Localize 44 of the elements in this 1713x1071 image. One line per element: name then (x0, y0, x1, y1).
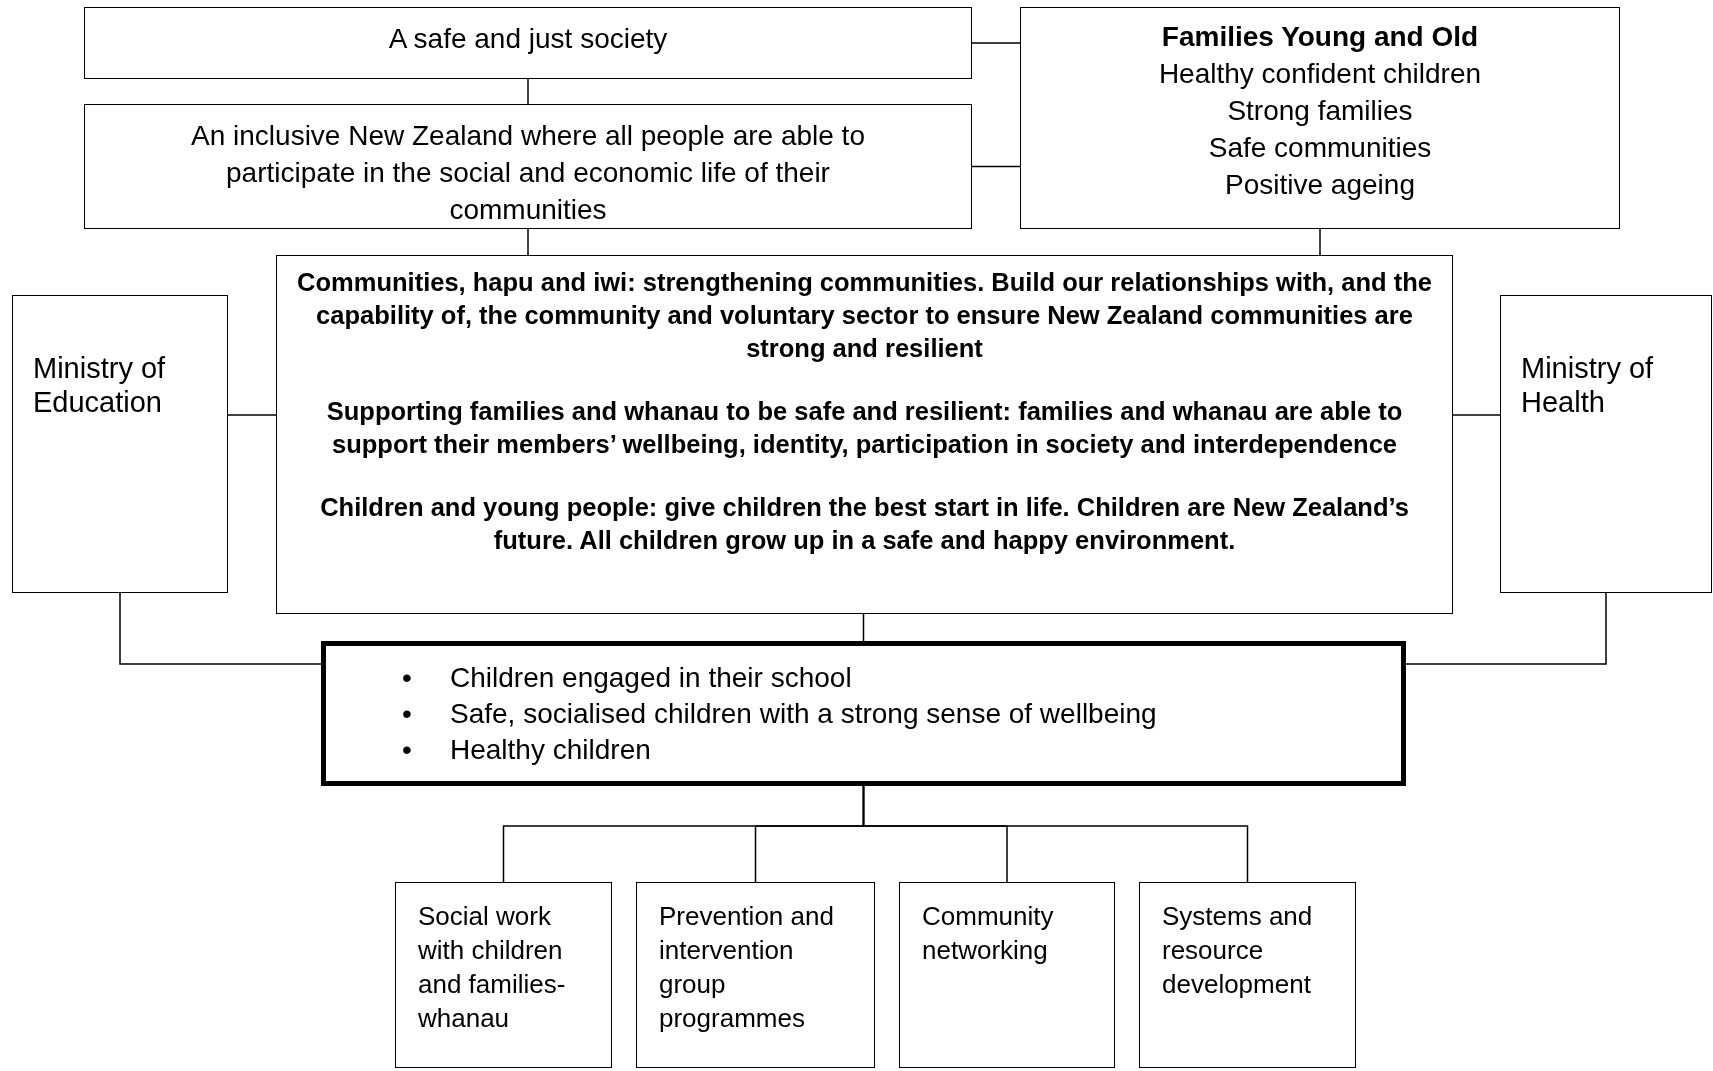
connector-line (1452, 414, 1501, 416)
goal-paragraph: Supporting families and whanau to be safe and resilient: families and whanau are able to support their members’ wellbeing, identity, participation in society and interdependence (325, 396, 1404, 460)
outcome-text: Positive ageing (1225, 168, 1415, 202)
bullet-item: Healthy children (450, 733, 651, 767)
text-box (84, 104, 972, 229)
box-text: A safe and just society (387, 22, 669, 56)
connector-line (862, 785, 1249, 883)
bullet-item: Safe, socialised children with a strong sense of wellbeing (450, 697, 1157, 731)
connector-line (1319, 228, 1321, 256)
box-text: Ministry of Education (33, 351, 167, 419)
goal-paragraph: Communities, hapu and iwi: strengthening communities. Build our relationships with, and the capability of, the community and voluntary sector to ensure New Zealand communities are strong and resilient (297, 267, 1432, 364)
box-text: Ministry of Health (1521, 351, 1655, 419)
connector-line (527, 228, 529, 256)
connector-line (227, 414, 277, 416)
connector-line (527, 78, 529, 105)
text-box (636, 882, 875, 1068)
connector-line (862, 613, 865, 642)
bullet-mark: • (402, 661, 413, 695)
bullet-mark: • (402, 697, 413, 731)
outcome-text: Healthy confident children (1158, 57, 1482, 91)
text-box (321, 641, 1406, 786)
box-text: Systems and resource development (1162, 900, 1314, 1001)
text-box (12, 295, 228, 593)
text-box (1500, 295, 1712, 593)
connector-line (1405, 592, 1607, 665)
box-text: Social work with children and families-whanau (418, 900, 567, 1035)
goal-paragraph: Children and young people: give children the best start in life. Children are New Zealand’s future. All children grow up in a safe and happy environment. (319, 492, 1410, 556)
bullet-mark: • (402, 733, 413, 767)
text-box (395, 882, 612, 1068)
bullet-item: Children engaged in their school (450, 661, 852, 695)
box-text: An inclusive New Zealand where all people are able to participate in the social and economic life of their communities (190, 119, 866, 227)
box-heading: Families Young and Old (1161, 20, 1479, 54)
text-box (1020, 7, 1620, 229)
connector-line (971, 165, 1021, 168)
text-box (1139, 882, 1356, 1068)
outcome-text: Strong families (1227, 94, 1413, 128)
text-box (84, 7, 972, 79)
text-box (276, 255, 1453, 614)
connector-line (119, 592, 322, 665)
text-box (899, 882, 1115, 1068)
outcome-text: Safe communities (1208, 131, 1432, 165)
connector-line (971, 42, 1021, 44)
box-text: Community networking (922, 900, 1055, 967)
box-text: Prevention and intervention group programmes (659, 900, 835, 1035)
